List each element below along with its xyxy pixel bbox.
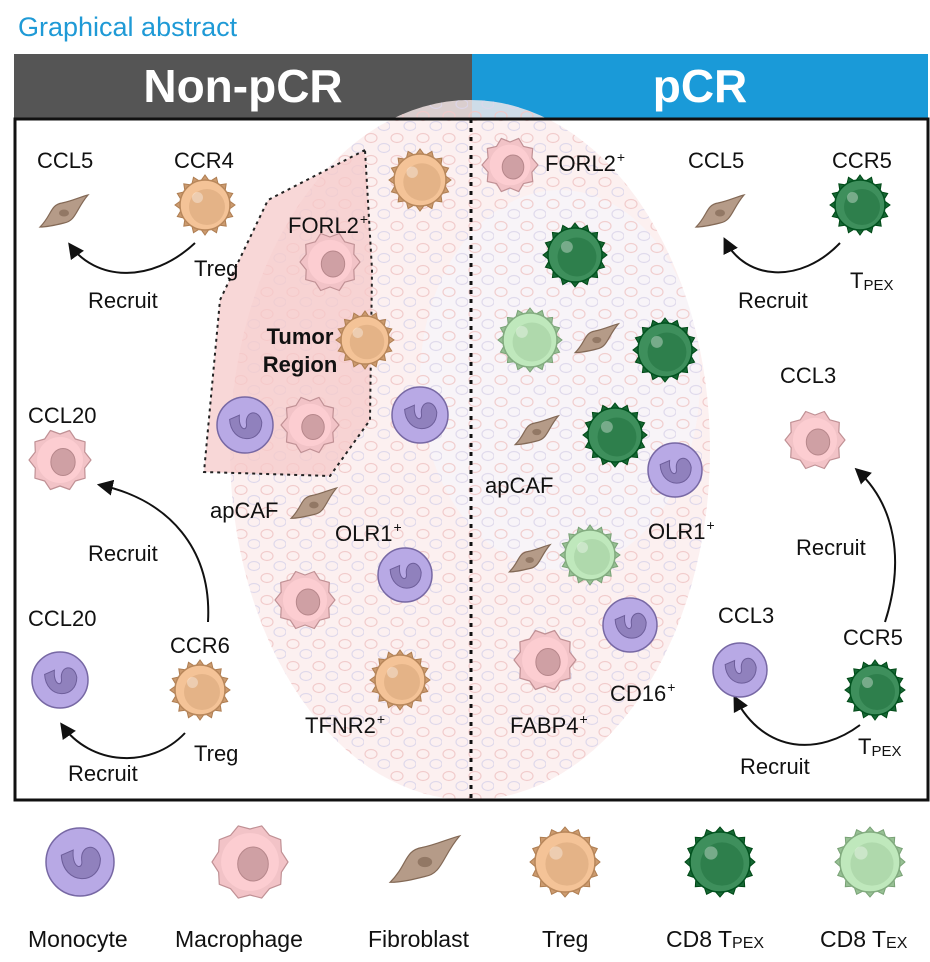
legend-macrophage-icon xyxy=(211,825,289,899)
arrow-right-top xyxy=(723,237,841,274)
right-ccr5-bottom-label: CCR5 xyxy=(843,625,903,650)
arrow-left-bottom xyxy=(60,722,186,760)
legend-macrophage-label: Macrophage xyxy=(175,926,303,952)
monocyte-icon xyxy=(712,642,768,698)
cd8-tpex-icon xyxy=(844,659,906,721)
right-recruit-bottom-label: Recruit xyxy=(740,754,810,779)
left-ccr6-label: CCR6 xyxy=(170,633,230,658)
macrophage-icon xyxy=(28,429,92,491)
right-tpex-top-label: TPEX xyxy=(850,268,894,294)
left-ccl5-label: CCL5 xyxy=(37,148,94,173)
cd8-tex-icon xyxy=(497,307,563,373)
right-recruit-top-label: Recruit xyxy=(738,288,808,313)
non-pcr-header: Non-pCR xyxy=(14,54,472,118)
macrophage-icon xyxy=(274,570,336,630)
right-ccl3-bottom-label: CCL3 xyxy=(718,603,775,628)
legend-cd8-tpex-label: CD8 TPEX xyxy=(666,926,765,952)
treg-icon xyxy=(174,174,236,236)
fibroblast-icon xyxy=(513,414,561,446)
treg-icon xyxy=(169,659,231,721)
cd8-tpex-icon xyxy=(829,174,891,236)
arrow-left-mid xyxy=(96,479,210,623)
left-treg-top-label: Treg xyxy=(194,256,239,281)
fabp4-label: FABP4+ xyxy=(510,711,588,738)
legend-treg-icon xyxy=(529,826,601,898)
treg-icon xyxy=(335,310,395,370)
legend-fibroblast-icon xyxy=(388,834,462,883)
legend-monocyte-icon xyxy=(45,827,115,897)
monocyte-icon xyxy=(602,597,658,653)
fibroblast-icon xyxy=(38,193,90,228)
right-ccl3-top-label: CCL3 xyxy=(780,363,837,388)
left-recruit-top-label: Recruit xyxy=(88,288,158,313)
cd8-tpex-icon xyxy=(542,222,608,288)
macrophage-icon xyxy=(299,232,361,292)
olr1-left-label: OLR1+ xyxy=(335,519,402,546)
legend-cd8-tex-icon xyxy=(834,826,906,898)
right-ccr5-top-label: CCR5 xyxy=(832,148,892,173)
arrow-left-top xyxy=(68,242,196,274)
left-treg-bottom-label: Treg xyxy=(194,741,239,766)
olr1-right-label: OLR1+ xyxy=(648,517,715,544)
macrophage-icon xyxy=(784,410,846,470)
cell-layer xyxy=(28,137,906,899)
fibroblast-icon xyxy=(573,322,621,354)
arrow-right-bottom xyxy=(733,695,861,746)
monocyte-icon xyxy=(391,386,449,444)
cd8-tex-icon xyxy=(559,524,621,586)
apcaf-left-label: apCAF xyxy=(210,498,279,523)
forl2-left-label: FORL2+ xyxy=(288,211,369,238)
fibroblast-icon xyxy=(507,543,552,573)
macrophage-icon xyxy=(513,629,577,691)
right-tpex-bottom-label: TPEX xyxy=(858,734,902,760)
monocyte-icon xyxy=(216,396,274,454)
legend-treg-label: Treg xyxy=(542,926,589,952)
fibroblast-icon xyxy=(289,486,339,519)
legend-cd8-tex-label: CD8 TEX xyxy=(820,926,908,952)
legend-monocyte-label: Monocyte xyxy=(28,926,128,952)
right-ccl5-label: CCL5 xyxy=(688,148,745,173)
cd8-tpex-icon xyxy=(632,317,698,383)
treg-icon xyxy=(369,649,431,711)
macrophage-icon xyxy=(481,137,539,193)
left-ccr4-label: CCR4 xyxy=(174,148,234,173)
pcr-header: pCR xyxy=(472,54,928,118)
cd16-label: CD16+ xyxy=(610,679,676,706)
tumor-region-outline xyxy=(202,148,374,478)
monocyte-icon xyxy=(31,651,89,709)
tfnr2-label: TFNR2+ xyxy=(305,711,386,738)
left-ccl20-top-label: CCL20 xyxy=(28,403,97,428)
arrow-right-mid xyxy=(854,467,897,623)
macrophage-icon xyxy=(280,396,340,454)
monocyte-icon xyxy=(377,547,433,603)
right-recruit-mid-label: Recruit xyxy=(796,535,866,560)
apcaf-right-label: apCAF xyxy=(485,473,554,498)
cd8-tpex-icon xyxy=(582,402,648,468)
treg-icon xyxy=(388,148,452,212)
legend-cd8-tpex-icon xyxy=(684,826,756,898)
forl2-right-label: FORL2+ xyxy=(545,149,626,176)
left-recruit-bottom-label: Recruit xyxy=(68,761,138,786)
left-recruit-mid-label: Recruit xyxy=(88,541,158,566)
graphical-abstract-title: Graphical abstract xyxy=(18,12,238,42)
left-ccl20-bottom-label: CCL20 xyxy=(28,606,97,631)
fibroblast-icon xyxy=(694,193,746,228)
monocyte-icon xyxy=(647,442,703,498)
tumor-region-label: Tumor Region xyxy=(262,324,338,377)
legend-fibroblast-label: Fibroblast xyxy=(368,926,469,952)
